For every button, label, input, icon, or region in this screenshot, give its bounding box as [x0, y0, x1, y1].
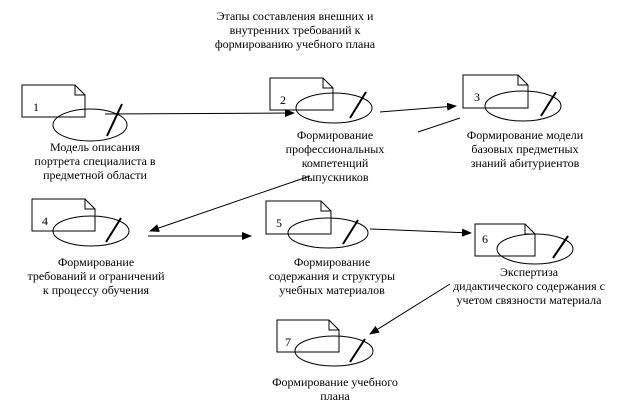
node-6-shape — [474, 223, 574, 265]
caption-line: содержания и структуры — [268, 269, 396, 283]
node-2-caption: Формирование профессиональных компетенци… — [250, 128, 420, 184]
node-6-caption: Экспертиза дидактического содержания с у… — [440, 265, 618, 307]
diagram-title-line: внутренних требований к — [229, 23, 361, 37]
caption-line: Формирование учебного — [272, 375, 398, 389]
caption-line: дидактического содержания с — [453, 279, 605, 293]
arrow-2-to-3 — [379, 102, 457, 113]
node-3-number: 3 — [474, 90, 480, 104]
arrow-2-to-4 — [149, 175, 311, 232]
caption-line: Формирование — [293, 255, 371, 269]
caption-line: к процессу обучения — [42, 283, 150, 297]
arrow-5-to-6 — [369, 228, 472, 237]
caption-line: учетом связности материала — [456, 293, 602, 307]
diagram-title-line: формированию учебного плана — [214, 37, 376, 51]
node-6-number: 6 — [482, 232, 488, 246]
node-2-number: 2 — [280, 93, 286, 107]
node-5-shape — [265, 200, 369, 249]
node-1-number: 1 — [33, 100, 39, 114]
node-4-number: 4 — [42, 214, 48, 228]
node-5-number: 5 — [276, 216, 282, 230]
caption-line: профессиональных — [285, 142, 385, 156]
diagram-title-line: Этапы составления внешних и — [216, 9, 374, 23]
node-1-shape — [21, 84, 128, 142]
node-5-caption: Формирование содержания и структуры учеб… — [242, 255, 422, 297]
node-3-caption: Формирование модели базовых предметных з… — [440, 128, 610, 170]
caption-line: требований и ограничений — [27, 269, 165, 283]
diagram-title: Этапы составления внешних и внутренних т… — [190, 9, 400, 51]
caption-line: предметной области — [43, 168, 147, 182]
caption-line: Модель описания — [50, 140, 140, 154]
arrow-6-to-7 — [369, 283, 451, 335]
node-1-caption: Модель описания портрета специалиста в п… — [10, 140, 180, 182]
node-4-caption: Формирование требований и ограничений к … — [6, 255, 186, 297]
node-3-shape — [462, 74, 562, 122]
caption-line: учебных материалов — [279, 283, 385, 297]
caption-line: Экспертиза — [499, 265, 559, 279]
node-2-shape — [269, 77, 373, 124]
node-7-number: 7 — [285, 335, 291, 349]
caption-line: базовых предметных — [471, 142, 579, 156]
caption-line: выпускников — [301, 170, 369, 184]
caption-line: плана — [320, 389, 350, 403]
arrow-1-to-2 — [104, 109, 295, 118]
caption-line: компетенций — [301, 156, 369, 170]
node-4-shape — [31, 198, 130, 247]
caption-line: портрета специалиста в — [34, 154, 156, 168]
caption-line: Формирование — [57, 255, 135, 269]
node-7-caption: Формирование учебного плана — [250, 375, 420, 403]
node-7-shape — [276, 319, 374, 367]
caption-line: знаний абитуриентов — [470, 156, 580, 170]
stray-line — [417, 117, 461, 133]
caption-line: Формирование — [296, 128, 374, 142]
caption-line: Формирование модели — [466, 128, 584, 142]
